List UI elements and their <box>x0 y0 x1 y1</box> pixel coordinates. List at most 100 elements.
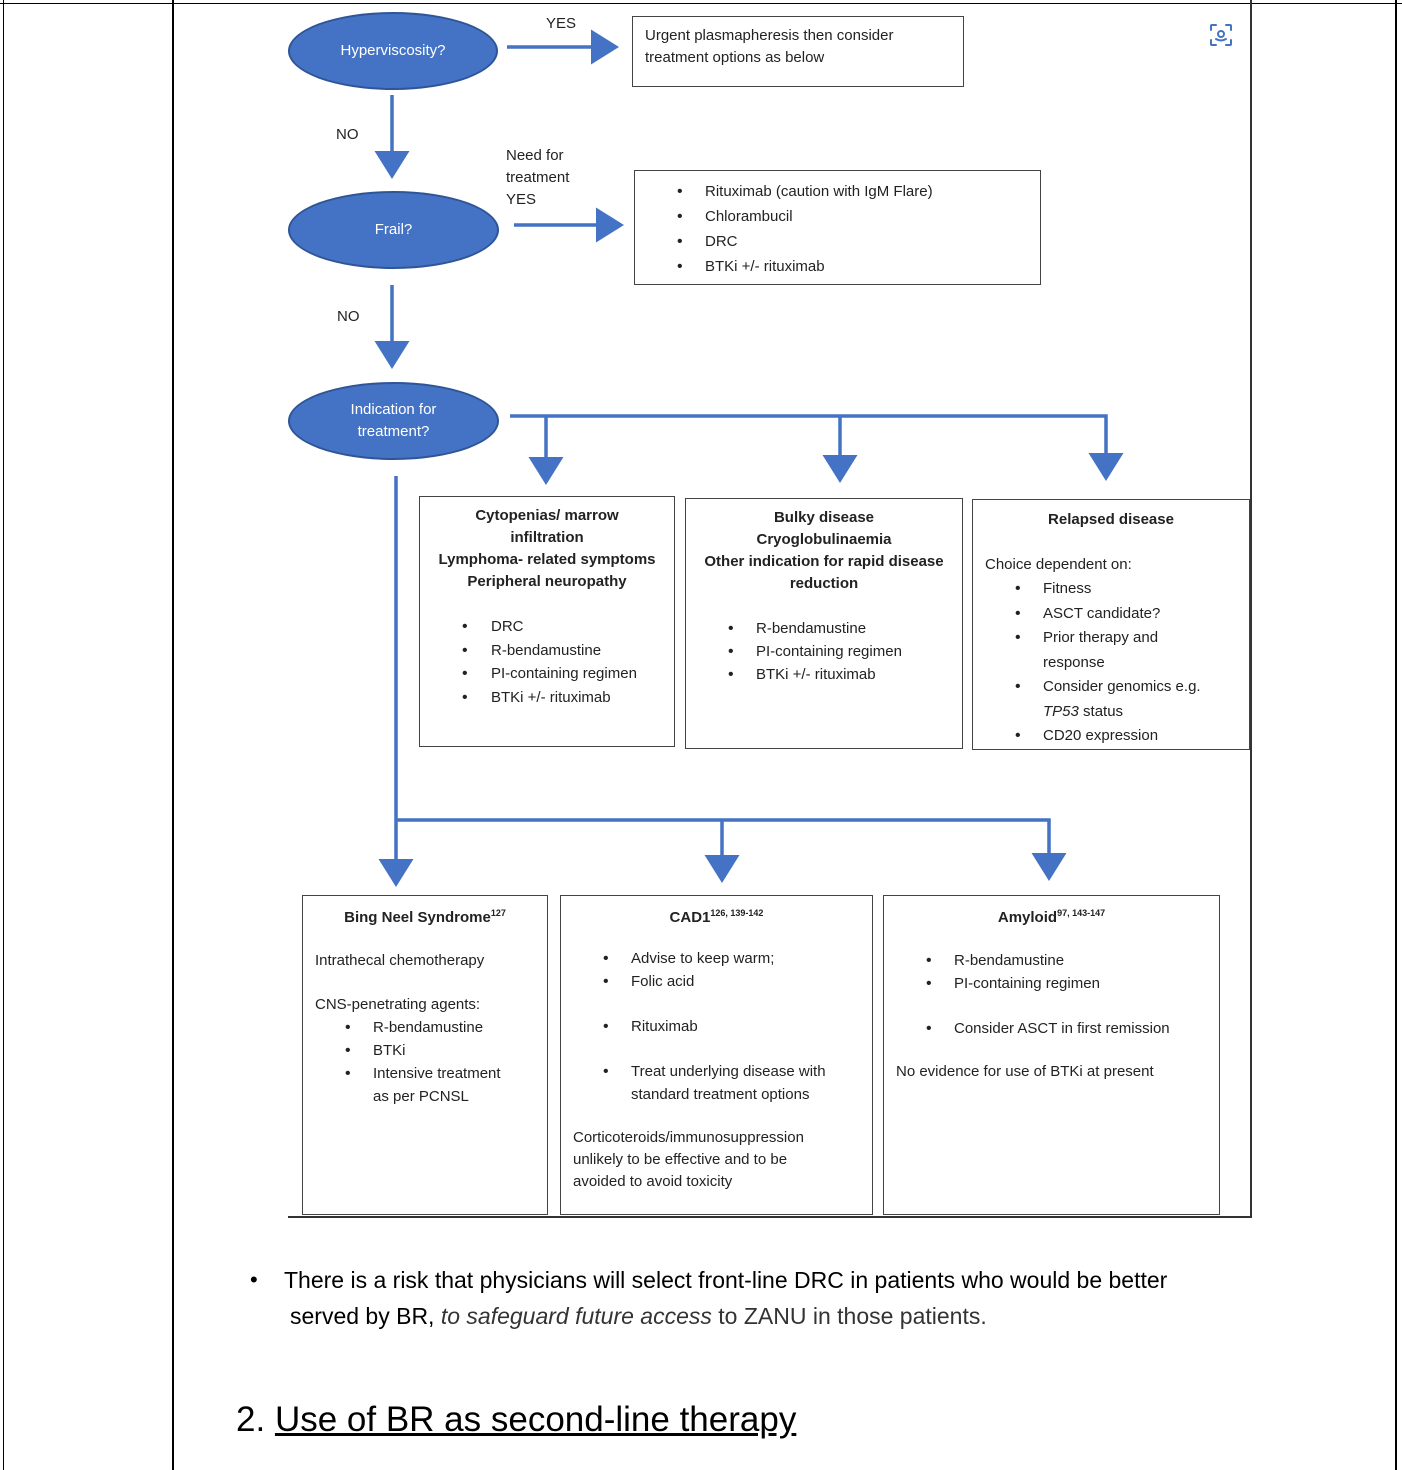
heading-text: Use of BR as second-line therapy <box>274 1400 797 1439</box>
label-need-line1: Need for <box>506 147 564 164</box>
bing-line2: CNS-penetrating agents: <box>315 996 481 1013</box>
list-item: Prior therapy and response <box>973 626 1249 675</box>
cad-note2: unlikely to be effective and to be <box>573 1151 788 1168</box>
cytopenias-title-2: infiltration <box>510 529 584 546</box>
list-item: DRC <box>635 229 1040 254</box>
box-cytopenias: Cytopenias/ marrow infiltration Lymphoma… <box>419 496 675 747</box>
bing-title-text: Bing Neel Syndrome <box>344 909 491 926</box>
bing-line1: Intrathecal chemotherapy <box>315 952 485 969</box>
cad-title: CAD1126, 139-142 <box>561 902 872 929</box>
relapsed-item4a: Consider genomics e.g. <box>1043 678 1201 695</box>
scan-icon[interactable] <box>1208 22 1234 48</box>
list-item: Rituximab <box>561 1015 872 1038</box>
node-hyperviscosity-label: Hyperviscosity? <box>340 42 446 59</box>
list-item: PI-containing regimen <box>686 640 962 663</box>
bullet-dot: • <box>250 1267 258 1292</box>
flowchart-arrows <box>374 29 1124 887</box>
box-relapsed-disease: Relapsed disease Choice dependent on: Fi… <box>972 499 1250 750</box>
heading-number: 2. <box>236 1400 266 1439</box>
bullet-line2-rest: to ZANU in those patients. <box>711 1303 987 1329</box>
list-item: Consider genomics e.g.TP53 status <box>973 675 1249 724</box>
node-indication-line2: treatment? <box>357 423 430 440</box>
list-item: R-bendamustine <box>686 617 962 640</box>
box-amyloid: Amyloid97, 143-147 R-bendamustine PI-con… <box>883 895 1220 1215</box>
bing-title: Bing Neel Syndrome127 <box>303 902 547 929</box>
node-hyperviscosity: Hyperviscosity? <box>288 12 498 90</box>
relapsed-title: Relapsed disease <box>1048 511 1174 528</box>
node-frail: Frail? <box>288 191 499 269</box>
bullet-line1: There is a risk that physicians will sel… <box>284 1267 1168 1293</box>
list-item: R-bendamustine <box>303 1016 547 1039</box>
bing-title-sup: 127 <box>490 908 506 918</box>
amyloid-title-text: Amyloid <box>997 909 1058 926</box>
table-border-top <box>0 3 1402 4</box>
cad-note1: Corticoteroids/immunosuppression <box>573 1129 804 1146</box>
list-item: CD20 expression <box>973 724 1249 749</box>
cad-title-text: CAD1 <box>669 909 711 926</box>
cytopenias-list: DRC R-bendamustine PI-containing regimen… <box>420 615 674 709</box>
table-border-far-left <box>3 0 4 1470</box>
figure-bottom-edge <box>288 1216 1251 1218</box>
bulky-title-3: Other indication for rapid disease <box>704 553 944 570</box>
table-border-right <box>1395 0 1397 1470</box>
list-item: Advise to keep warm; <box>561 947 872 970</box>
table-border-left <box>172 0 174 1470</box>
cytopenias-title-4: Peripheral neuropathy <box>467 573 627 590</box>
box-bing-neel: Bing Neel Syndrome127 Intrathecal chemot… <box>302 895 548 1215</box>
list-item: PI-containing regimen <box>884 972 1219 995</box>
node-indication-line1: Indication for <box>350 401 437 418</box>
bulky-title-2: Cryoglobulinaemia <box>756 531 892 548</box>
list-item: BTKi <box>303 1039 547 1062</box>
plasmapheresis-line1: Urgent plasmapheresis then consider <box>645 27 894 44</box>
branch-bottom <box>396 818 1067 881</box>
plasmapheresis-line2: treatment options as below <box>645 49 825 66</box>
node-indication: Indication for treatment? <box>288 382 499 460</box>
document-bullet: • There is a risk that physicians will s… <box>250 1262 1330 1334</box>
list-item: ASCT candidate? <box>973 602 1249 627</box>
label-need-line2: treatment <box>506 169 570 186</box>
relapsed-item4b-rest: status <box>1078 702 1124 720</box>
list-item: BTKi +/- rituximab <box>420 686 674 710</box>
relapsed-intro: Choice dependent on: <box>985 555 1132 573</box>
list-item: R-bendamustine <box>884 949 1219 972</box>
label-need-line3: YES <box>506 191 537 208</box>
list-item: Chlorambucil <box>635 204 1040 229</box>
amyloid-list: R-bendamustine PI-containing regimen Con… <box>884 949 1219 1040</box>
box-frail-options: Rituximab (caution with IgM Flare) Chlor… <box>634 170 1041 285</box>
bulky-list: R-bendamustine PI-containing regimen BTK… <box>686 617 962 686</box>
list-item: Intensive treatment as per PCNSL <box>303 1062 547 1108</box>
figure-right-edge <box>1250 0 1252 1218</box>
list-item: BTKi +/- rituximab <box>686 663 962 686</box>
relapsed-list: Fitness ASCT candidate? Prior therapy an… <box>973 577 1249 749</box>
relapsed-item3a: Prior therapy and <box>1043 629 1159 646</box>
bing-list: R-bendamustine BTKi Intensive treatment a… <box>303 1016 547 1108</box>
list-item: Rituximab (caution with IgM Flare) <box>635 179 1040 204</box>
frail-options-list: Rituximab (caution with IgM Flare) Chlor… <box>635 179 1040 279</box>
label-yes-top: YES <box>546 15 577 32</box>
cytopenias-title-3: Lymphoma- related symptoms <box>438 551 656 568</box>
section-heading: 2. Use of BR as second-line therapy <box>236 1396 796 1444</box>
cad-note: Corticoteroids/immunosuppression unlikel… <box>573 1127 872 1193</box>
bing-item3b: as per PCNSL <box>373 1088 469 1105</box>
list-item: R-bendamustine <box>420 639 674 663</box>
cad-item4a: Treat underlying disease with <box>631 1063 826 1080</box>
list-item: Consider ASCT in first remission <box>884 1017 1219 1040</box>
list-item: Fitness <box>973 577 1249 602</box>
box-bulky-disease: Bulky disease Cryoglobulinaemia Other in… <box>685 498 963 749</box>
node-frail-label: Frail? <box>374 221 413 238</box>
bing-item3a: Intensive treatment <box>373 1065 501 1082</box>
bulky-title-1: Bulky disease <box>773 509 875 526</box>
box-plasmapheresis: Urgent plasmapheresis then consider trea… <box>632 16 964 87</box>
box-cad1: CAD1126, 139-142 Advise to keep warm; Fo… <box>560 895 873 1215</box>
list-item: DRC <box>420 615 674 639</box>
cad-list: Advise to keep warm; Folic acid Rituxima… <box>561 947 872 1106</box>
label-no-2: NO <box>337 308 360 325</box>
amyloid-note: No evidence for use of BTKi at present <box>896 1063 1154 1080</box>
cad-note3: avoided to avoid toxicity <box>573 1173 733 1190</box>
cytopenias-title-1: Cytopenias/ marrow <box>475 507 619 524</box>
relapsed-item3b: response <box>1043 653 1105 671</box>
bulky-title-4: reduction <box>789 575 859 592</box>
bullet-line2-italic: to safeguard future access <box>434 1303 712 1329</box>
amyloid-title-sup: 97, 143-147 <box>1057 908 1106 918</box>
label-no-1: NO <box>336 126 359 143</box>
